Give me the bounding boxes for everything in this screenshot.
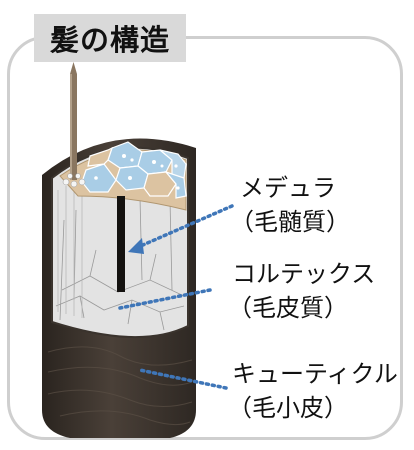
needle-highlight (70, 74, 72, 180)
medulla-arrowhead (128, 238, 144, 254)
cortex-label: コルテックス (232, 260, 376, 288)
cuticle-label-jp: （毛小皮） (228, 394, 348, 422)
title-tab: 髪の構造 (34, 14, 187, 62)
page-title: 髪の構造 (50, 23, 171, 57)
medulla-label: メデュラ (240, 174, 336, 202)
cortex-label-jp: （毛皮質） (228, 294, 348, 322)
cortex-leader (118, 288, 212, 310)
cuticle-texture (47, 346, 193, 426)
fibre-striations (57, 178, 83, 318)
needle-base-granules (62, 173, 86, 188)
medulla-label-jp: （毛髄質） (230, 208, 350, 236)
medulla-leader (134, 204, 234, 250)
medulla-cell-dots (94, 154, 180, 190)
needle-tip (70, 62, 77, 74)
leader-lines (118, 204, 234, 390)
cuticle-leader (138, 368, 228, 390)
needle-pointer (70, 74, 77, 180)
medulla-core (117, 196, 125, 292)
cuticle-label: キューティクル (232, 360, 398, 388)
